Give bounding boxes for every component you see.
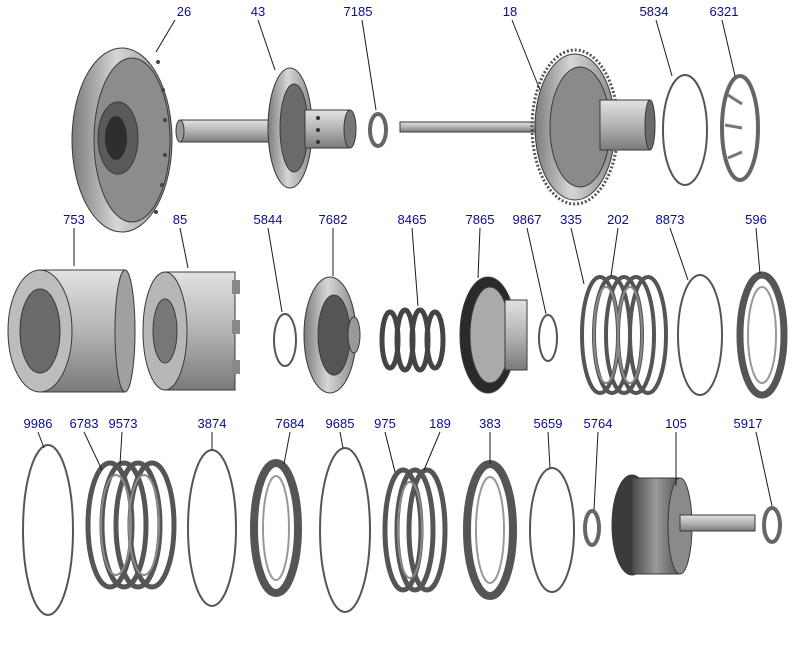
part-18-input-shaft [399, 48, 656, 206]
part-7185-thrust-washer [368, 112, 388, 148]
callout-7684: 7684 [276, 416, 305, 431]
part-7682-piston [303, 276, 361, 394]
callout-753: 753 [63, 212, 85, 227]
callout-189: 189 [429, 416, 451, 431]
part-596-pressure-plate [736, 271, 788, 399]
callout-7865: 7865 [466, 212, 495, 227]
callout-596: 596 [745, 212, 767, 227]
part-3874-snap-ring [187, 449, 237, 607]
callout-975: 975 [374, 416, 396, 431]
part-9986-snap-ring [22, 444, 74, 616]
callout-5834: 5834 [640, 4, 669, 19]
part-8873-snap-ring [677, 274, 723, 396]
part-753-clutch-drum [7, 269, 136, 393]
callout-5917: 5917 [734, 416, 763, 431]
part-5659-snap-ring [529, 467, 575, 593]
callout-9573: 9573 [109, 416, 138, 431]
part-5844-snap-ring [273, 313, 297, 367]
callout-7185: 7185 [344, 4, 373, 19]
part-383-pressure-plate [463, 460, 517, 600]
callout-6783: 6783 [70, 416, 99, 431]
callout-labels: 26 43 7185 18 5834 6321 753 85 5844 7682… [24, 4, 767, 431]
part-335-202-clutch-pack [580, 275, 668, 395]
callout-105: 105 [665, 416, 687, 431]
callout-5659: 5659 [534, 416, 563, 431]
part-5917-retainer [762, 506, 782, 544]
part-6783-9573-clutch-pack [85, 460, 177, 590]
part-85-reaction-drum [142, 271, 240, 391]
part-7865-piston-seal [459, 276, 528, 394]
part-6321-retainer [720, 74, 760, 182]
callout-8873: 8873 [656, 212, 685, 227]
part-9685-snap-ring [319, 447, 371, 613]
part-43-stator-shaft [175, 67, 357, 189]
part-26-pump-cover [71, 47, 173, 233]
part-975-189-clutch-pack [382, 467, 448, 593]
callout-8465: 8465 [398, 212, 427, 227]
callout-85: 85 [173, 212, 187, 227]
callout-43: 43 [251, 4, 265, 19]
callout-5844: 5844 [254, 212, 283, 227]
callout-6321: 6321 [710, 4, 739, 19]
leader-lines [37, 19, 773, 511]
part-8465-return-springs [379, 307, 446, 373]
callout-9986: 9986 [24, 416, 53, 431]
callout-7682: 7682 [319, 212, 348, 227]
part-7684-reaction-plate [250, 459, 302, 597]
callout-202: 202 [607, 212, 629, 227]
part-105-output-hub [611, 474, 756, 576]
part-5764-thrust-washer [583, 509, 601, 547]
callout-26: 26 [177, 4, 191, 19]
part-5834-snap-ring [662, 74, 708, 186]
callout-5764: 5764 [584, 416, 613, 431]
part-9867-snap-ring [538, 314, 558, 362]
callout-335: 335 [560, 212, 582, 227]
callout-18: 18 [503, 4, 517, 19]
callout-3874: 3874 [198, 416, 227, 431]
callout-9685: 9685 [326, 416, 355, 431]
callout-383: 383 [479, 416, 501, 431]
callout-9867: 9867 [513, 212, 542, 227]
